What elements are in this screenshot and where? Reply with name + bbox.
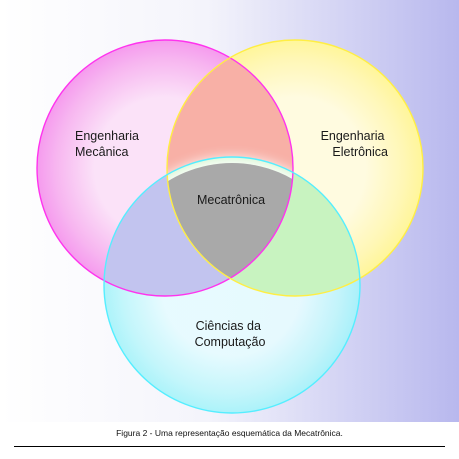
label-mecanica: Engenharia Mecânica <box>75 129 142 159</box>
figure-caption: Figura 2 - Uma representação esquemática… <box>116 428 343 438</box>
label-eletronica: Engenharia Eletrônica <box>321 129 388 159</box>
label-mecatronica: Mecatrônica <box>197 193 265 207</box>
caption-rule <box>14 446 445 447</box>
outline-mecanica <box>36 39 294 297</box>
venn-diagram: Engenharia Mecânica Engenharia Eletrônic… <box>0 0 459 422</box>
label-computacao: Ciências da Computação <box>195 319 266 349</box>
outline-computacao <box>103 156 361 414</box>
outline-eletronica <box>166 39 424 297</box>
